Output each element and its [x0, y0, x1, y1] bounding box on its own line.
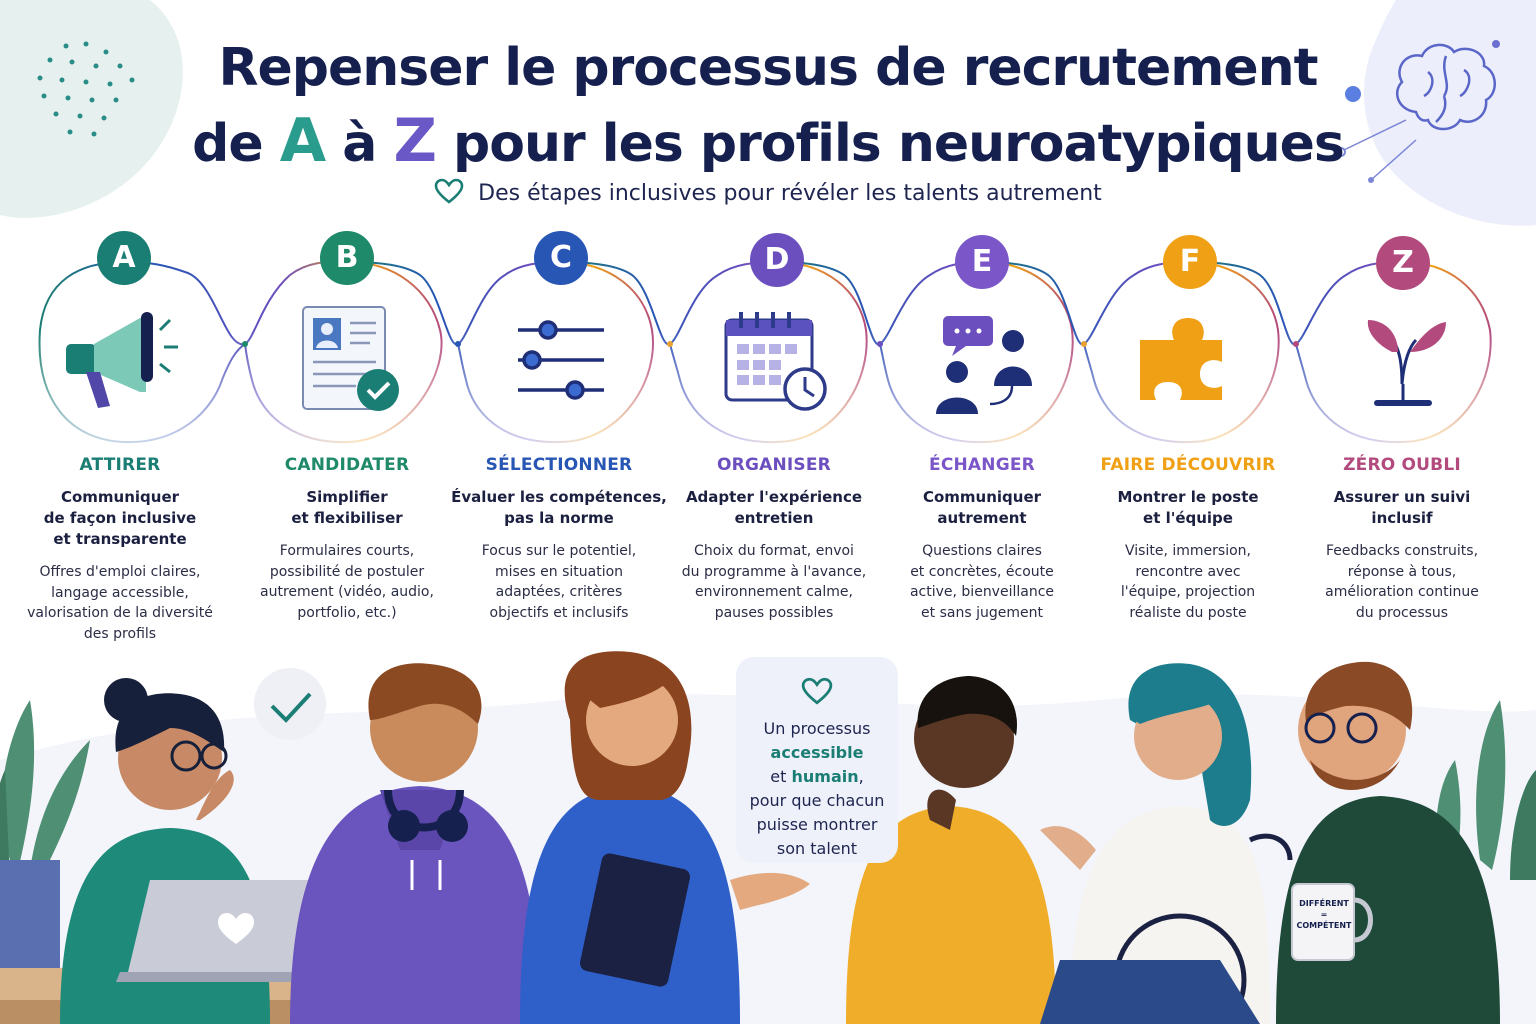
- people-chat-icon: [936, 316, 1032, 414]
- person-5: [1040, 663, 1293, 1024]
- step-a-letter: A: [97, 231, 151, 285]
- brain-icon: [1396, 43, 1496, 131]
- page-title-line2: de A à Z pour les profils neuroatypiques: [192, 106, 1345, 176]
- heart-icon: [434, 178, 464, 204]
- step-description: Feedbacks construits,réponse à tous,amél…: [1325, 543, 1479, 621]
- person-6: [1276, 661, 1500, 1024]
- step-f-letter: F: [1163, 235, 1217, 289]
- page-subtitle: Des étapes inclusives pour révéler les t…: [0, 178, 1536, 206]
- step-c-letter: C: [534, 231, 588, 285]
- step-c: SÉLECTIONNER Évaluer les compétences,pas…: [449, 455, 669, 623]
- step-title: FAIRE DÉCOUVRIR: [1100, 455, 1276, 475]
- step-description: Focus sur le potentiel,mises en situatio…: [481, 543, 637, 621]
- laptop-icon: [116, 880, 324, 982]
- plant-left: [0, 700, 90, 880]
- mug-label: DIFFÉRENT=COMPÉTENT: [1296, 899, 1352, 930]
- wheelchair-icon: [1113, 833, 1293, 1024]
- step-title: ATTIRER: [79, 455, 161, 475]
- calendar-clock-icon: [724, 312, 827, 411]
- person-1: [60, 678, 324, 1024]
- person-2: [290, 663, 540, 1024]
- puzzle-icon: [1140, 318, 1222, 400]
- title-letter-a: A: [279, 106, 326, 176]
- message-bubble: Un processus accessible et humain, pour …: [736, 657, 898, 863]
- headphones-icon: [384, 789, 468, 842]
- step-title: CANDIDATER: [284, 455, 410, 475]
- plant-right: [1435, 700, 1536, 890]
- step-description: Formulaires courts,possibilité de postul…: [260, 543, 434, 621]
- megaphone-icon: [66, 312, 178, 408]
- sprout-icon: [1367, 320, 1446, 406]
- step-b-letter: B: [320, 231, 374, 285]
- top-left-decoration: [0, 0, 183, 218]
- heart-icon: [801, 677, 833, 705]
- step-e-letter: E: [955, 235, 1009, 289]
- step-title: ORGANISER: [717, 455, 831, 475]
- step-title: ÉCHANGER: [929, 455, 1035, 475]
- resume-check-icon: [302, 306, 399, 411]
- step-title: SÉLECTIONNER: [485, 455, 633, 475]
- check-bubble-icon: [254, 668, 326, 740]
- step-description: Offres d'emploi claires,langage accessib…: [27, 564, 213, 642]
- sliders-icon: [518, 320, 604, 400]
- timeline: [38, 260, 1492, 444]
- title-letter-z: Z: [393, 106, 437, 176]
- top-right-decoration: [1336, 0, 1536, 226]
- step-d-letter: D: [750, 233, 804, 287]
- step-subtitle: Évaluer les compétences,pas la norme: [451, 488, 667, 527]
- page-title-line1: Repenser le processus de recrutement: [218, 38, 1318, 98]
- tablet-icon: [579, 853, 691, 987]
- step-z-letter: Z: [1376, 236, 1430, 290]
- step-title: ZÉRO OUBLI: [1343, 455, 1461, 475]
